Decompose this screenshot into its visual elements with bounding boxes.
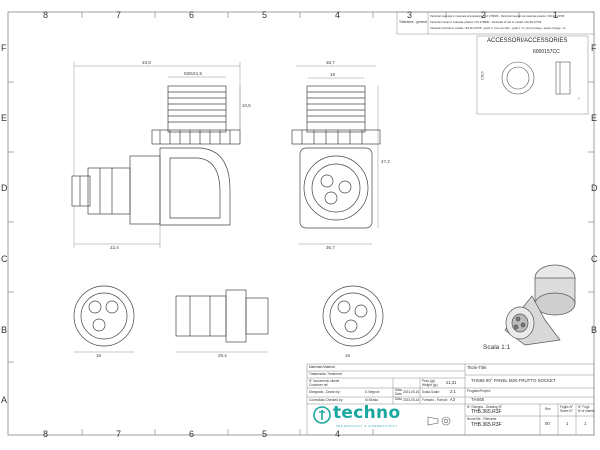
tb-sheets-value: 1 bbox=[584, 421, 587, 426]
tb-drawn-value: D.Negroni bbox=[365, 390, 380, 394]
row-label-F-left: F bbox=[1, 43, 7, 53]
tb-customer-doc-label: N° documento cliente bbox=[309, 379, 340, 383]
tb-drawn-label: Disegnato - Drawn by: bbox=[309, 390, 341, 394]
col-label-6-bottom: 6 bbox=[189, 429, 195, 439]
col-label-4-top: 4 bbox=[335, 10, 341, 20]
tb-sheet-label: Foglio N° bbox=[560, 405, 574, 409]
tb-date-label: Data bbox=[395, 388, 402, 392]
accessory-dim-depth: 7 bbox=[578, 97, 580, 101]
tb-scale-value: 2:1 bbox=[450, 389, 456, 394]
company-logo-tagline: TECHNOLOGY & CONNECTIVITY bbox=[336, 424, 398, 428]
dim-thread: M25X1,5 bbox=[184, 71, 203, 76]
dim-bottom-diam-right: 16 bbox=[345, 353, 351, 358]
dim-bottom-length: 29,4 bbox=[218, 353, 227, 358]
tb-treatment-label: Trattamento-Treatment: bbox=[309, 372, 343, 376]
dim-thread-len: 10,5 bbox=[242, 103, 251, 108]
grid-ticks bbox=[8, 12, 594, 435]
col-label-2-top: 2 bbox=[481, 10, 487, 20]
col-label-7-top: 7 bbox=[116, 10, 122, 20]
tb-project-value: THS65 bbox=[471, 397, 485, 402]
dim-front-diam: 36,7 bbox=[326, 60, 335, 65]
col-label-8-top: 8 bbox=[43, 10, 49, 20]
dim-depth: 22,4 bbox=[110, 245, 119, 250]
side-view bbox=[71, 85, 241, 226]
bottom-left-view bbox=[73, 285, 135, 347]
tb-checked-value: M.Strada bbox=[365, 398, 378, 402]
tb-material-label: Materiale-Material: bbox=[309, 365, 336, 369]
dim-bottom-diam-left: 16 bbox=[96, 353, 102, 358]
tb-drawing-no-label: N° Disegno - Drawing N° bbox=[467, 405, 503, 409]
tb-date-label-en: Date bbox=[395, 392, 402, 396]
product-render-image bbox=[504, 264, 576, 346]
dim-front-bottom-diam: 36,7 bbox=[326, 245, 335, 250]
tb-rev-value: 00 bbox=[545, 421, 550, 426]
row-label-C-right: C bbox=[591, 254, 598, 264]
tb-checked-label: Controllato-Checked by: bbox=[309, 398, 344, 402]
tb-weight-label: Peso (gr) bbox=[422, 379, 436, 383]
tb-checked-date: 2023-05-16 bbox=[403, 398, 420, 402]
row-label-B-left: B bbox=[1, 325, 8, 335]
accessory-title: ACCESSORI/ACCESSORIES bbox=[487, 38, 568, 44]
tolerance-box bbox=[396, 11, 595, 35]
tb-title-value: THS65 90° PANEL M20 FRUTTO SOCKET bbox=[471, 378, 556, 383]
tb-sheet-label-en: Sheet N° bbox=[560, 409, 573, 413]
tb-sheets-label-en: N°of sheets bbox=[578, 409, 595, 413]
col-label-4-bottom: 4 bbox=[335, 429, 341, 439]
tb-drawn-date: 2023-05-16 bbox=[403, 390, 420, 394]
tb-drawing-no-value: THB.365.R3F bbox=[471, 409, 502, 415]
tb-scale-label: Scala-Scale: bbox=[422, 390, 440, 394]
tb-file-label: Nome file - Filename bbox=[467, 417, 497, 421]
accessory-dim-diameter: C30,5 bbox=[480, 71, 485, 80]
dim-front-height: 47,2 bbox=[381, 159, 390, 164]
tb-checked-date-label: Data bbox=[395, 397, 402, 401]
col-label-5-top: 5 bbox=[262, 10, 268, 20]
tb-customer-doc-label-en: Customer ref: bbox=[309, 383, 329, 387]
tb-sheets-label: N° Fogli bbox=[578, 405, 590, 409]
techno-logo-icon bbox=[313, 406, 331, 424]
tolerance-note-1: Particolari stampati in materiale termop… bbox=[430, 15, 565, 18]
tolerance-note-2: Particolari tornati in materiale plastic… bbox=[430, 21, 542, 24]
accessory-cap-side bbox=[501, 61, 571, 95]
row-label-D-left: D bbox=[1, 183, 8, 193]
col-label-3-top: 3 bbox=[407, 10, 413, 20]
tb-sheet-value: 1 bbox=[566, 421, 569, 426]
tolerance-note-3: Particolari tranciati in metallo: UNI EN… bbox=[430, 27, 566, 30]
accessory-box bbox=[476, 35, 589, 115]
col-label-6-top: 6 bbox=[189, 10, 195, 20]
front-view-dimensions bbox=[296, 65, 379, 245]
row-label-F-right: F bbox=[591, 43, 597, 53]
tolerance-label: Tolleranze - general bbox=[399, 20, 427, 24]
accessory-code: 6000157CC bbox=[533, 49, 560, 55]
tb-title-label: Titolo-Title: bbox=[467, 365, 488, 370]
tb-rev-label: Rev. bbox=[545, 407, 552, 411]
col-label-1-top: 1 bbox=[553, 10, 559, 20]
tb-project-label: Progetto/Project: bbox=[467, 389, 491, 393]
col-label-8-bottom: 8 bbox=[43, 429, 49, 439]
dim-front-inner: 18 bbox=[330, 72, 336, 77]
title-block bbox=[306, 363, 595, 436]
row-label-A-left: A bbox=[1, 395, 8, 405]
row-label-E-left: E bbox=[1, 113, 8, 123]
row-label-E-right: E bbox=[591, 113, 598, 123]
sheet-border bbox=[7, 11, 595, 436]
tb-format-value: A3 bbox=[450, 397, 456, 402]
front-view bbox=[291, 85, 381, 229]
col-label-5-bottom: 5 bbox=[262, 429, 268, 439]
bottom-center-view bbox=[175, 289, 269, 343]
scale-note: Scala 1:1 bbox=[483, 344, 511, 351]
col-label-7-bottom: 7 bbox=[116, 429, 122, 439]
bottom-right-view bbox=[322, 285, 384, 347]
tb-file-value: THB.365.R3F bbox=[471, 422, 502, 428]
row-label-C-left: C bbox=[1, 254, 8, 264]
side-view-dimensions bbox=[73, 62, 241, 248]
tb-weight-value: 21,31 bbox=[446, 380, 457, 385]
tb-weight-label-en: Weight (gr) bbox=[422, 383, 438, 387]
row-label-D-right: D bbox=[591, 183, 598, 193]
row-label-B-right: B bbox=[591, 325, 598, 335]
dim-main-width: 33,8 bbox=[142, 60, 151, 65]
company-logo-text: techno bbox=[333, 403, 401, 423]
projection-symbol-icon bbox=[427, 416, 451, 426]
tb-format-label: Formato - Format: bbox=[422, 398, 448, 402]
